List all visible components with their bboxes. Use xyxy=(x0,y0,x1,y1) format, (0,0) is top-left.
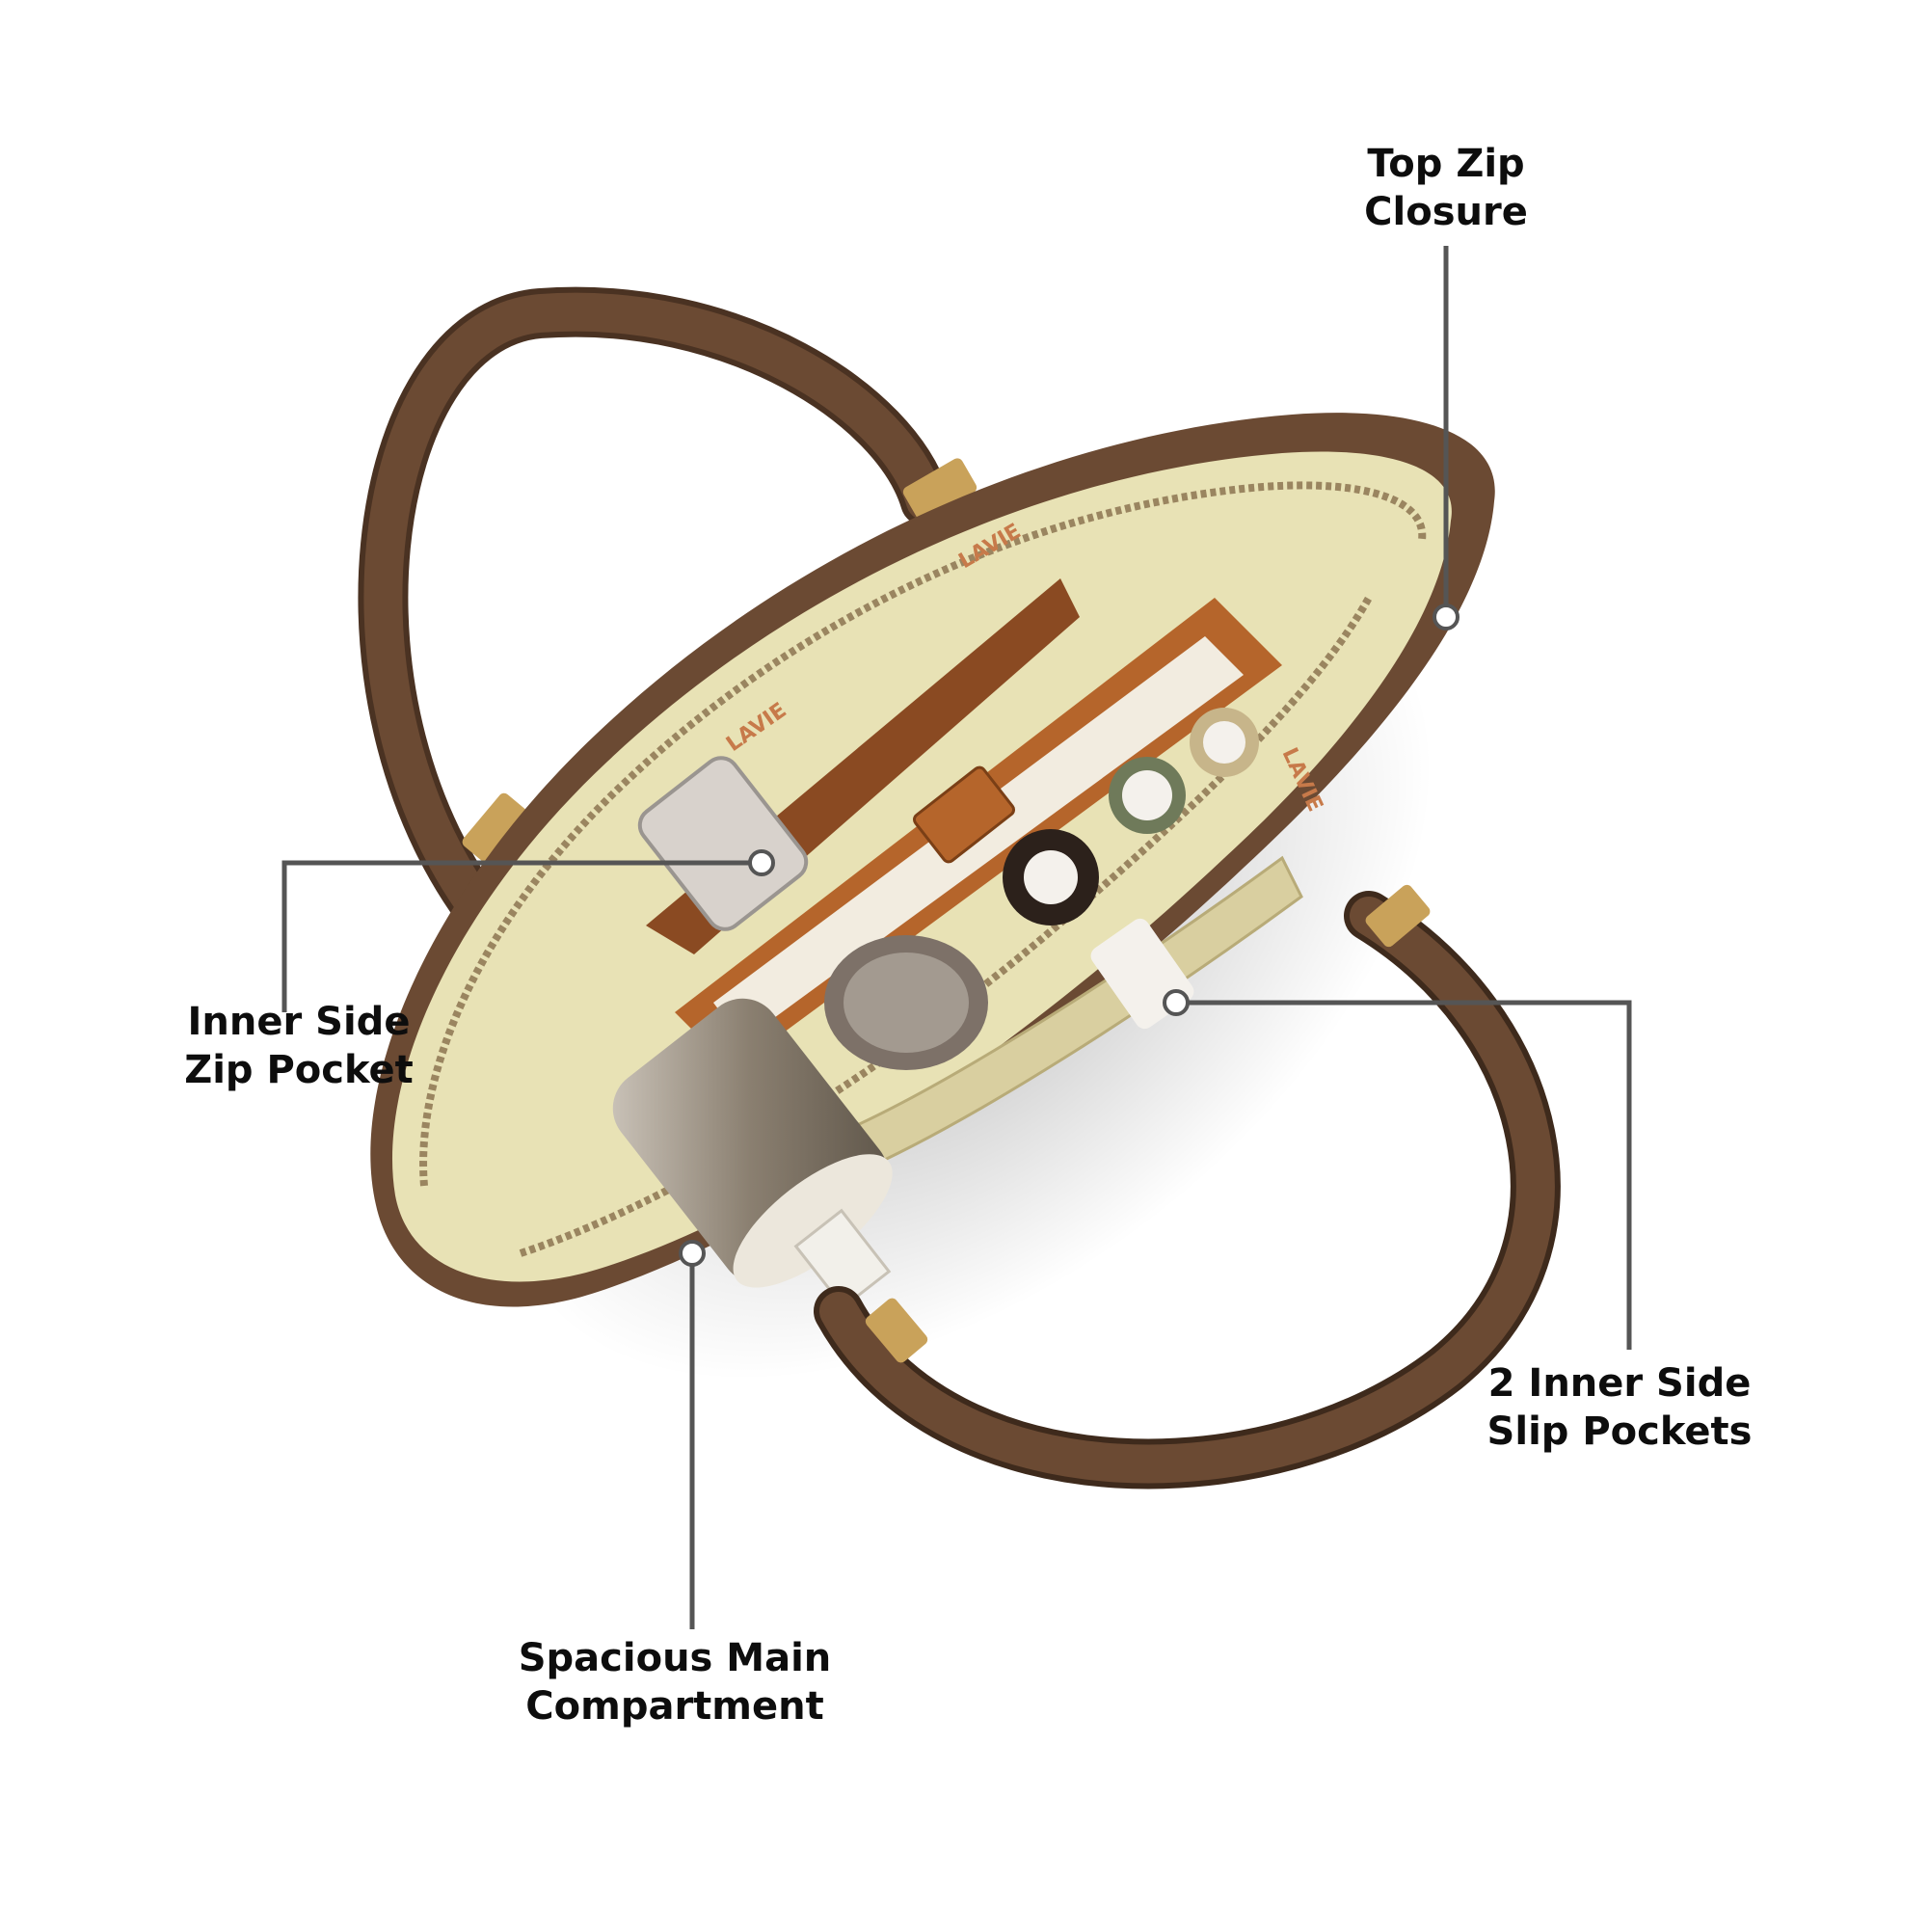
top-left-handle xyxy=(358,286,977,951)
callout-zip-pocket-line2: Zip Pocket xyxy=(184,1048,414,1092)
callout-main-line1: Spacious Main xyxy=(518,1636,832,1680)
callout-lines xyxy=(281,246,1632,1629)
phone xyxy=(637,756,809,931)
handle-ring-2 xyxy=(1365,884,1431,948)
handle-ring xyxy=(902,458,977,522)
callout-slip-pockets: 2 Inner Side Slip Pockets xyxy=(1465,1359,1774,1456)
slip-pocket xyxy=(826,855,1303,1178)
callout-main-line2: Compartment xyxy=(525,1684,824,1729)
top-zip xyxy=(419,481,1427,1187)
bottom-right-handle xyxy=(814,884,1561,1489)
notebook-strap xyxy=(912,765,1016,864)
callout-line-slip-pockets xyxy=(1176,1000,1632,1350)
callout-dot-slip-pockets xyxy=(1163,989,1190,1016)
callout-dots xyxy=(679,604,1459,1267)
callout-main-compartment: Spacious Main Compartment xyxy=(501,1634,848,1731)
callout-slip-pockets-line1: 2 Inner Side xyxy=(1487,1361,1752,1406)
callout-top-zip-line2: Closure xyxy=(1364,190,1528,234)
callout-dot-zip-pocket xyxy=(748,849,775,876)
callout-dot-top-zip xyxy=(1433,604,1459,631)
callout-top-zip-line1: Top Zip xyxy=(1367,142,1525,186)
callout-dot-main-compartment xyxy=(679,1240,706,1267)
callout-zip-pocket-line1: Inner Side xyxy=(187,1000,411,1044)
callout-top-zip-closure: Top Zip Closure xyxy=(1350,140,1542,236)
callout-slip-pockets-line2: Slip Pockets xyxy=(1486,1409,1753,1454)
bag-contents: LAVIE LAVIE LAVIE xyxy=(612,520,1327,1309)
water-bottle xyxy=(612,998,893,1309)
callout-line-zip-pocket xyxy=(281,860,762,1012)
callout-inner-zip-pocket: Inner Side Zip Pocket xyxy=(154,998,443,1094)
